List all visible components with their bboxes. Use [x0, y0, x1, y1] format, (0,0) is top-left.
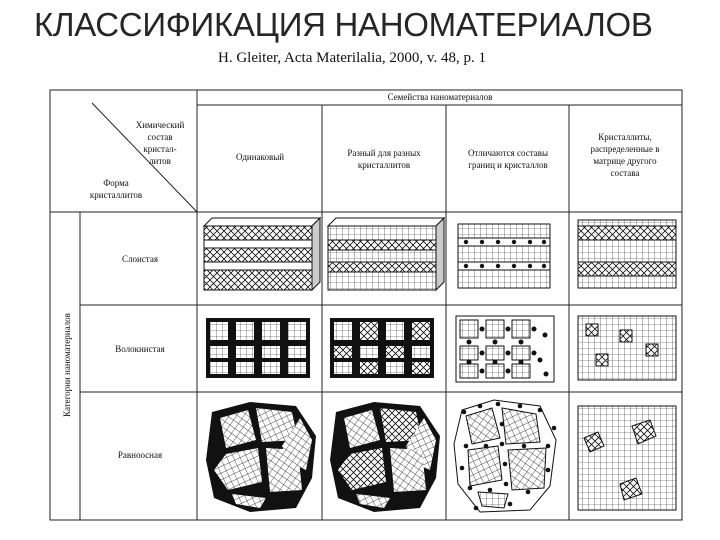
- row-label-equiaxed: Равноосная: [118, 450, 162, 460]
- equiaxed-same-composition-diagram: [206, 402, 316, 512]
- layered-same-composition-diagram: [202, 216, 322, 292]
- svg-text:кристаллитов: кристаллитов: [358, 160, 410, 170]
- column-header-1: Одинаковый: [236, 152, 284, 162]
- svg-text:состав: состав: [147, 132, 172, 142]
- citation: H. Gleiter, Acta Materilalia, 2000, v. 4…: [218, 50, 486, 66]
- categories-label: Категории наноматериалов: [62, 313, 72, 417]
- svg-text:Отличаются составы: Отличаются составы: [468, 148, 548, 158]
- svg-text:границ и кристаллов: границ и кристаллов: [468, 160, 547, 170]
- slide-title: КЛАССИФИКАЦИЯ НАНОМАТЕРИАЛОВ: [34, 6, 653, 43]
- families-header: Семейства наноматериалов: [388, 92, 493, 102]
- equiaxed-matrix-diagram: [577, 405, 677, 511]
- svg-text:Кристаллиты,: Кристаллиты,: [598, 132, 651, 142]
- svg-text:Форма: Форма: [103, 178, 129, 188]
- layered-matrix-diagram: [577, 219, 677, 289]
- svg-text:матрице другого: матрице другого: [593, 156, 657, 166]
- layered-boundary-composition-diagram: [457, 223, 551, 289]
- svg-text:Разный для разных: Разный для разных: [347, 148, 421, 158]
- equiaxed-different-composition-diagram: [330, 402, 440, 512]
- corner-composition-label: Химический состав кристал- литов: [136, 120, 185, 166]
- fibrous-matrix-diagram: [577, 315, 677, 381]
- column-header-4: Кристаллиты, распределенные в матрице др…: [591, 132, 660, 178]
- fibrous-same-composition-diagram: [206, 318, 310, 378]
- svg-text:литов: литов: [149, 156, 171, 166]
- equiaxed-boundary-composition-diagram: [453, 399, 557, 513]
- svg-text:распределенные в: распределенные в: [591, 144, 660, 154]
- column-header-3: Отличаются составы границ и кристаллов: [468, 148, 548, 170]
- layered-different-composition-diagram: [326, 216, 446, 292]
- svg-text:кристал-: кристал-: [143, 144, 176, 154]
- row-label-layered: Слоистая: [122, 254, 158, 264]
- column-header-2: Разный для разных кристаллитов: [347, 148, 421, 170]
- table-grid-lines: [49, 89, 683, 521]
- svg-text:Химический: Химический: [136, 120, 185, 130]
- svg-text:Одинаковый: Одинаковый: [236, 152, 284, 162]
- corner-shape-label: Форма кристаллитов: [90, 178, 142, 200]
- fibrous-boundary-composition-diagram: [455, 315, 555, 383]
- svg-text:кристаллитов: кристаллитов: [90, 190, 142, 200]
- svg-text:состава: состава: [611, 168, 640, 178]
- row-label-fibrous: Волокнистая: [115, 344, 165, 354]
- fibrous-different-composition-diagram: [330, 318, 434, 378]
